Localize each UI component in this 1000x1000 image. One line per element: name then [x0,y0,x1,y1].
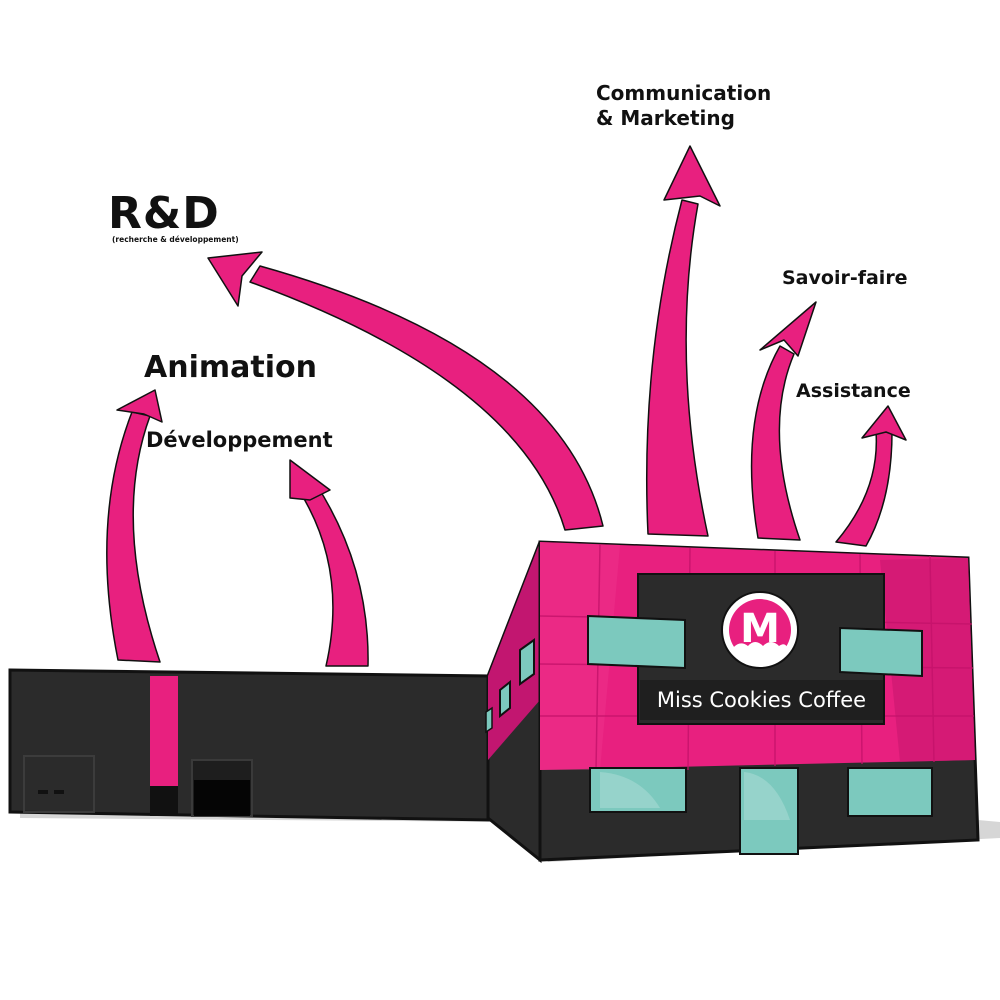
logo-letter: M [740,606,780,652]
label-communication-marketing: Communication & Marketing [596,81,771,131]
lower-window-left [589,767,687,813]
arrow-communication-head [663,145,721,207]
label-rd-subtitle: (recherche & développement) [112,235,239,244]
warehouse-side-door [23,755,95,813]
label-developpement: Développement [146,428,333,452]
warehouse [8,668,492,822]
label-savoir-faire: Savoir-faire [782,267,908,289]
arrow-savoir-faire-head [759,301,817,357]
side-window [499,679,511,719]
office-side [485,541,542,864]
arrow-developpement-head [289,459,331,501]
sign-band [640,680,883,720]
label-rd: R&D [108,188,220,239]
arrow-developpement [299,483,369,667]
arrow-rd [249,265,604,531]
arrow-assistance [835,431,893,547]
office-front: M [538,540,980,862]
lower-window-middle [739,767,799,855]
label-animation: Animation [144,350,317,385]
lower-window-right [847,767,933,817]
upper-window-left [587,614,686,670]
logo-cloud [733,642,788,664]
arrows [106,145,907,667]
arrow-savoir-faire [750,345,801,541]
brand-name: Miss Cookies Coffee [656,688,867,712]
label-communication-line1: Communication [596,81,772,105]
side-window [519,638,535,686]
warehouse-stripe [150,676,178,786]
warehouse-stripe-door [150,786,178,816]
warehouse-vent [38,790,48,794]
label-communication-line2: & Marketing [596,106,735,130]
arrow-communication [645,199,709,537]
arrow-animation-head [116,389,163,423]
side-window [485,706,493,734]
arrow-assistance-head [861,405,907,441]
label-assistance: Assistance [796,380,911,402]
warehouse-door-opening [194,780,250,816]
upper-window-right [839,626,923,678]
warehouse-vent [54,790,64,794]
arrow-rd-head [207,251,263,307]
